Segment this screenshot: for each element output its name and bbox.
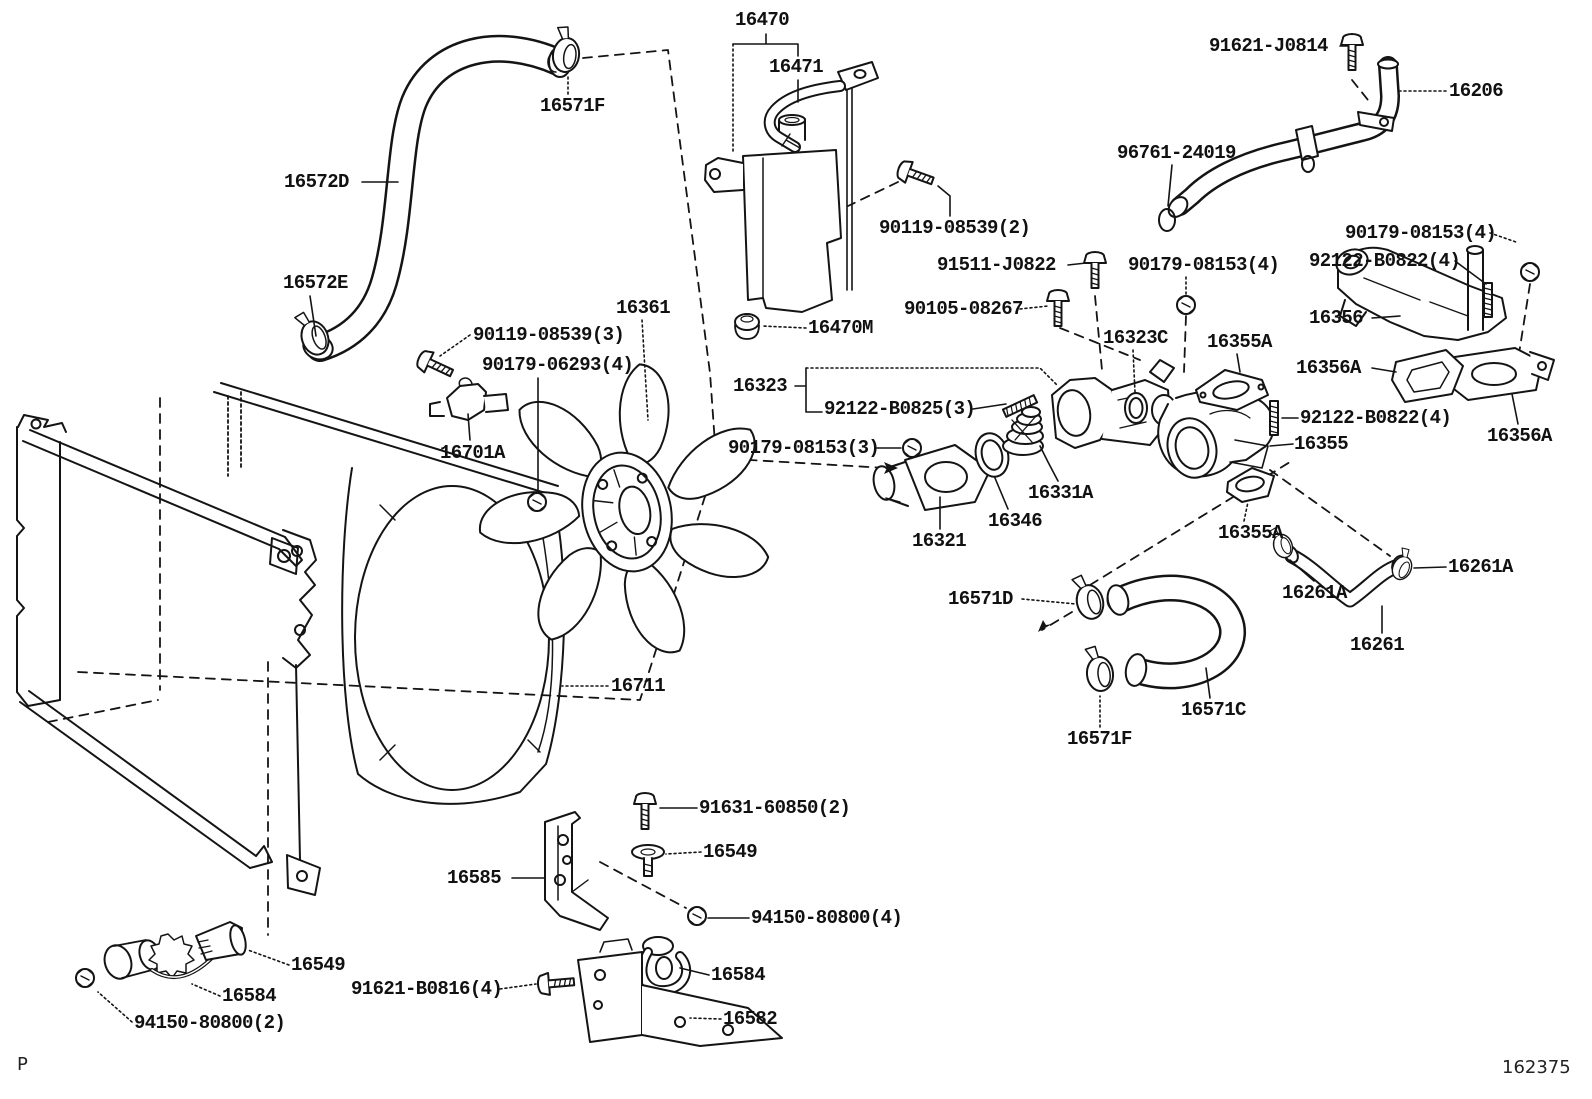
nut-90179-08153-right xyxy=(1520,262,1540,282)
part-label-16261A-right: 16261A xyxy=(1448,556,1513,578)
part-label-90179-08153-3: 90179-08153(3) xyxy=(728,437,880,459)
part-label-16355A-top: 16355A xyxy=(1207,331,1272,353)
stud-92122-B0822-lower xyxy=(1269,400,1279,436)
bracket-16585-drawing xyxy=(544,811,609,931)
dashed-arrowheads xyxy=(884,462,1052,632)
part-label-16584-right: 16584 xyxy=(711,964,766,986)
bolt-91631-60850 xyxy=(633,792,657,830)
bolt-90119-08539-2 xyxy=(893,157,938,193)
bolt-91621-B0816 xyxy=(536,969,576,997)
part-label-94150-80800-2: 94150-80800(2) xyxy=(134,1012,286,1034)
gasket-16355A-top-drawing xyxy=(1195,369,1269,411)
fan-drawing xyxy=(476,361,775,663)
part-label-92122-B0825-3: 92122-B0825(3) xyxy=(824,398,976,420)
part-label-16549-left: 16549 xyxy=(291,954,346,976)
bypass-joint-16356-drawing xyxy=(1335,245,1555,401)
part-label-90179-08153-4-b: 90179-08153(4) xyxy=(1345,222,1497,244)
part-label-16323: 16323 xyxy=(733,375,788,397)
fan-nut-90179-06293 xyxy=(527,492,547,512)
part-label-16356A-left: 16356A xyxy=(1296,357,1361,379)
part-label-91621-B0816-4: 91621-B0816(4) xyxy=(351,978,503,1000)
clamp-16571F-lower xyxy=(1083,643,1116,694)
clamp-16571F-top xyxy=(549,24,584,75)
part-label-16356: 16356 xyxy=(1309,307,1364,329)
part-label-16585: 16585 xyxy=(447,867,502,889)
part-label-16323C: 16323C xyxy=(1103,327,1168,349)
page-marker: P xyxy=(17,1054,28,1075)
screw-16549-drawing xyxy=(631,844,665,877)
part-label-92122-B0822-4-a: 92122-B0822(4) xyxy=(1309,250,1461,272)
water-inlet-16321-drawing xyxy=(872,444,991,511)
part-label-16571C: 16571C xyxy=(1181,699,1246,721)
stud-92122-B0822-right xyxy=(1483,282,1493,318)
part-label-96761-24019: 96761-24019 xyxy=(1117,142,1236,164)
part-label-16711: 16711 xyxy=(611,675,666,697)
clamp-16571D xyxy=(1069,570,1108,623)
part-label-16701A: 16701A xyxy=(440,442,505,464)
sensor-16701A-drawing xyxy=(429,377,509,421)
nut-94150-80800-2 xyxy=(75,968,95,988)
fan-shroud-drawing xyxy=(213,382,566,805)
bolt-90119-08539-3 xyxy=(413,346,458,384)
part-label-16470: 16470 xyxy=(735,9,790,31)
bolt-91511-J0822 xyxy=(1083,251,1107,289)
part-label-16361: 16361 xyxy=(616,297,671,319)
part-label-16471: 16471 xyxy=(769,56,824,78)
part-label-16549-upper: 16549 xyxy=(703,841,758,863)
part-label-16470M: 16470M xyxy=(808,317,873,339)
drawing-number: 162375 xyxy=(1502,1057,1571,1078)
part-label-16346: 16346 xyxy=(988,510,1043,532)
part-label-91511-J0822: 91511-J0822 xyxy=(937,254,1056,276)
part-label-16355: 16355 xyxy=(1294,433,1349,455)
upper-hose-16572D-drawing xyxy=(302,34,572,362)
part-label-16584-left: 16584 xyxy=(222,985,277,1007)
drain-valve-16584-left-drawing xyxy=(103,933,216,980)
part-label-16355A-bottom: 16355A xyxy=(1218,522,1283,544)
part-label-16261A-left: 16261A xyxy=(1282,582,1347,604)
thermostat-16331A-drawing xyxy=(1002,406,1044,456)
part-label-16321: 16321 xyxy=(912,530,967,552)
reservoir-tank-drawing xyxy=(704,61,879,340)
part-label-16572D: 16572D xyxy=(284,171,349,193)
bracket-16582-drawing xyxy=(577,938,783,1047)
part-label-90105-08267: 90105-08267 xyxy=(904,298,1023,320)
part-label-91631-60850-2: 91631-60850(2) xyxy=(699,797,851,819)
part-label-16206: 16206 xyxy=(1449,80,1504,102)
gasket-16355A-bottom-drawing xyxy=(1226,467,1275,503)
part-label-16356A-right: 16356A xyxy=(1487,425,1552,447)
clamp-16261A-right xyxy=(1388,545,1420,584)
part-label-16571F-lower: 16571F xyxy=(1067,728,1132,750)
part-label-90119-08539-3: 90119-08539(3) xyxy=(473,324,625,346)
part-label-16571F-top: 16571F xyxy=(540,95,605,117)
water-outlet-16355-drawing xyxy=(1151,389,1275,479)
drain-plug-16549-left-drawing xyxy=(195,921,247,961)
gasket-16346-drawing xyxy=(974,432,1010,478)
part-label-90179-06293-4: 90179-06293(4) xyxy=(482,354,634,376)
water-bypass-pipe-16206-drawing xyxy=(1158,56,1400,232)
part-label-90119-08539-2: 90119-08539(2) xyxy=(879,217,1031,239)
hook-16584-right-drawing xyxy=(637,936,692,996)
gasket-16356A-left-drawing xyxy=(1391,349,1464,403)
part-label-16261: 16261 xyxy=(1350,634,1405,656)
leader-lines xyxy=(97,33,1519,1023)
bolt-91621-J0814 xyxy=(1340,33,1364,71)
part-label-92122-B0822-4-b: 92122-B0822(4) xyxy=(1300,407,1452,429)
radiator-drawing xyxy=(16,414,321,896)
bolt-90105-08267 xyxy=(1046,289,1070,327)
part-label-16582: 16582 xyxy=(723,1008,778,1030)
part-label-90179-08153-4-a: 90179-08153(4) xyxy=(1128,254,1280,276)
nut-90179-08153-mid xyxy=(1176,295,1196,315)
nut-90179-08153-3 xyxy=(902,438,922,458)
nut-94150-80800-4 xyxy=(687,906,707,926)
part-label-94150-80800-4: 94150-80800(4) xyxy=(751,907,903,929)
part-label-16572E: 16572E xyxy=(283,272,348,294)
part-label-16331A: 16331A xyxy=(1028,482,1093,504)
hose-16571C-drawing xyxy=(1106,574,1246,690)
o-ring-16323C-drawing xyxy=(1124,392,1148,424)
part-label-16571D: 16571D xyxy=(948,588,1013,610)
part-label-91621-J0814: 91621-J0814 xyxy=(1209,35,1328,57)
